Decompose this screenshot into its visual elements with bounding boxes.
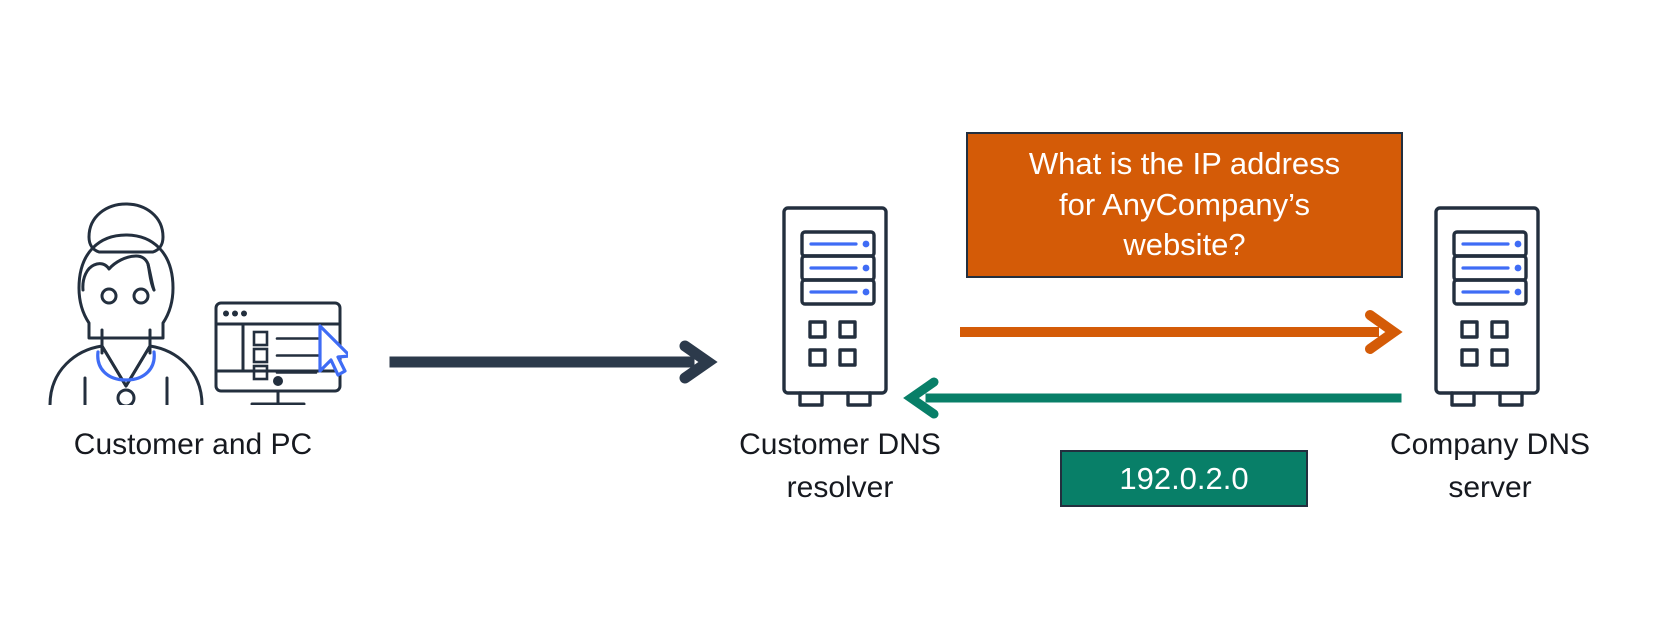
answer-callout-text: 192.0.2.0 bbox=[1119, 460, 1249, 496]
arrow-pc-to-resolver bbox=[389, 340, 718, 384]
cursor-icon bbox=[318, 324, 352, 377]
person-and-monitor-graphic bbox=[48, 202, 352, 408]
customer-dns-resolver-label: Customer DNS resolver bbox=[739, 428, 941, 504]
query-callout-box: What is the IP address for AnyCompany’s … bbox=[966, 132, 1403, 278]
person-and-monitor-icon bbox=[38, 190, 352, 408]
server-tower-icon-customer bbox=[778, 200, 898, 412]
query-callout-text: What is the IP address for AnyCompany’s … bbox=[1028, 145, 1341, 263]
server-tower-icon-company bbox=[1430, 200, 1550, 412]
server-tower-graphic bbox=[782, 206, 888, 407]
answer-callout-box: 192.0.2.0 bbox=[1060, 450, 1308, 507]
arrow-resolver-to-company bbox=[960, 310, 1403, 354]
arrow-company-to-resolver bbox=[903, 377, 1402, 419]
company-dns-server-label: Company DNS server bbox=[1389, 428, 1591, 504]
server-tower-graphic bbox=[1434, 206, 1540, 407]
customer-pc-label: Customer and PC bbox=[73, 428, 313, 461]
